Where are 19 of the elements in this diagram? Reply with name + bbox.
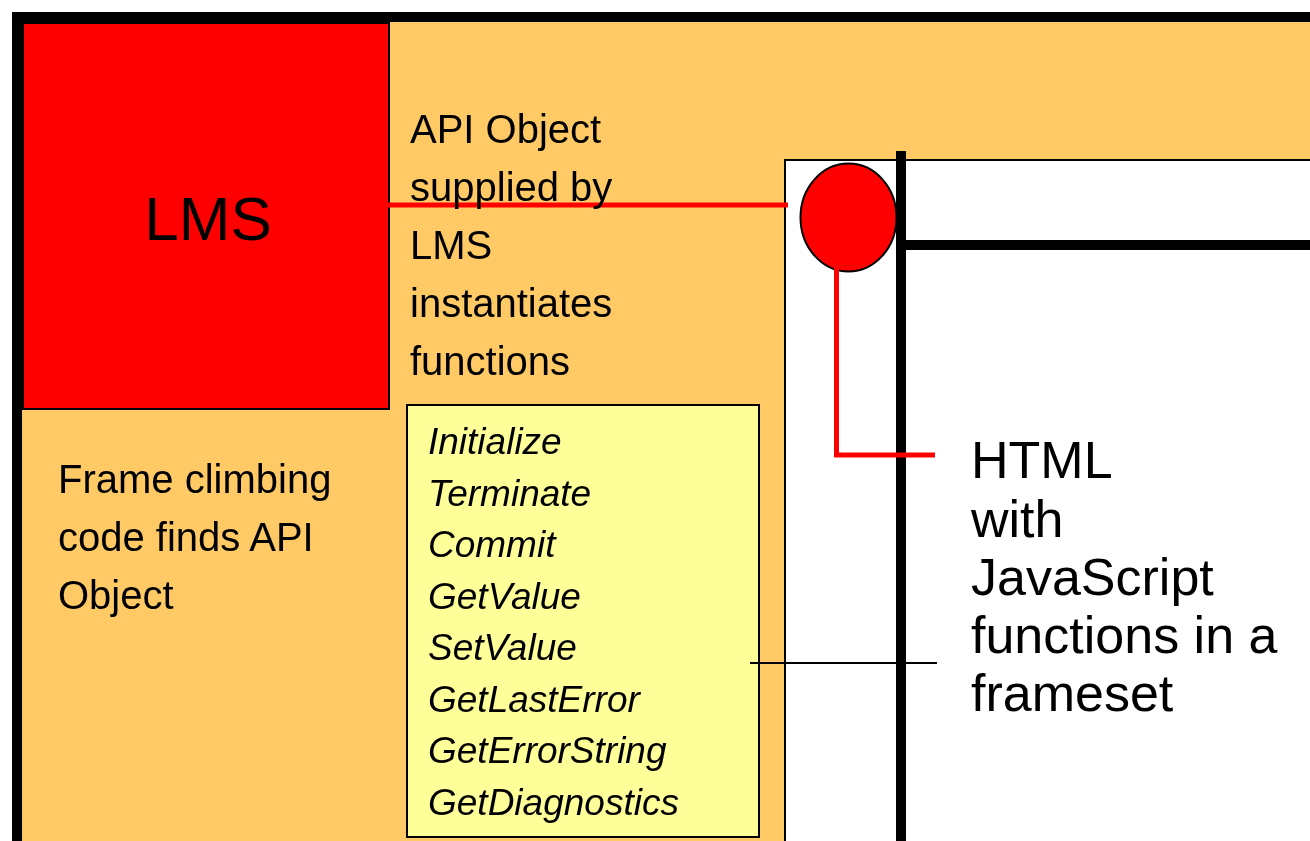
function-name: Terminate xyxy=(428,471,592,516)
function-name: SetValue xyxy=(428,626,577,670)
lms-box xyxy=(22,22,390,410)
function-name: GetErrorString xyxy=(428,729,667,773)
connector-line xyxy=(749,662,938,664)
node-label: LMS xyxy=(143,184,273,254)
function-name: GetValue xyxy=(428,574,581,619)
frameset-panel xyxy=(784,159,1310,841)
function-list-box xyxy=(406,404,760,838)
node-label: HTML xyxy=(971,430,1114,490)
node-label: with JavaScript functions in a frameset xyxy=(971,490,1279,722)
description-text: API Object supplied by LMS instantiates functions xyxy=(410,106,614,385)
function-name: GetLastError xyxy=(428,677,640,722)
function-name: Initialize xyxy=(428,420,562,464)
api-object-circle xyxy=(799,162,898,273)
function-name: GetDiagnostics xyxy=(428,780,679,825)
window-panel xyxy=(12,12,1310,841)
function-name: Commit xyxy=(428,523,556,567)
description-text: Frame climbing code finds API Object xyxy=(58,456,333,619)
